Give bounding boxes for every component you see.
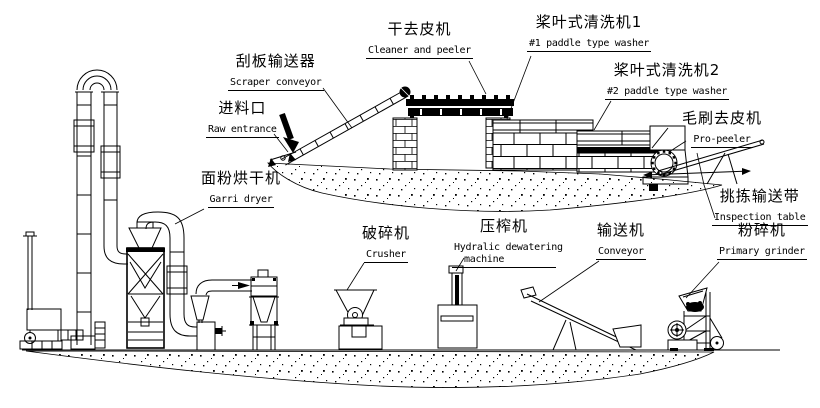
cyclone-separator [249, 269, 279, 351]
label-garri-dryer-en: Garri dryer [207, 194, 275, 208]
label-dewatering-machine-en1: Hydralic dewatering [454, 242, 563, 253]
label-scraper-conveyor-zh: 刮板输送器 [235, 52, 316, 70]
pro-peeler-machine [642, 125, 689, 191]
label-paddle-washer-1-en: #1 paddle type washer [527, 38, 652, 52]
dryer-u-pipe [70, 69, 128, 350]
label-garri-dryer: 面粉烘干机 Garri dryer [201, 170, 281, 208]
label-crusher-zh: 破碎机 [362, 224, 411, 242]
label-dewatering-machine-en2: machine [452, 254, 556, 268]
label-pro-peeler: 毛刷去皮机 Pro-peeler [682, 110, 762, 148]
paddle-washer-1-machine [492, 119, 594, 171]
label-crusher-en: Crusher [363, 249, 409, 263]
furnace-unit [19, 231, 84, 350]
label-cleaner-peeler-zh: 干去皮机 [387, 20, 452, 38]
inspection-table-machine [643, 139, 765, 185]
tower-outlet-pipe-and-mixer [166, 238, 226, 351]
scraper-conveyor-machine [268, 86, 411, 167]
dewatering-press-machine [437, 265, 478, 349]
conveyor-machine [520, 286, 642, 351]
label-conveyor: 输送机 Conveyor [596, 222, 646, 260]
label-pro-peeler-en: Pro-peeler [691, 134, 753, 148]
primary-grinder-machine [667, 287, 724, 351]
feed-arrow-icon [279, 112, 299, 153]
label-dewatering-machine-zh: 压榨机 [479, 217, 528, 235]
label-crusher: 破碎机 Crusher [362, 225, 410, 263]
label-pro-peeler-zh: 毛刷去皮机 [682, 109, 763, 127]
label-primary-grinder-en: Primary grinder [717, 246, 807, 260]
lower-ground [22, 349, 780, 388]
label-leader-lines [174, 55, 720, 303]
label-primary-grinder-zh: 粉碎机 [737, 221, 786, 239]
label-raw-entrance-en: Raw entrance [206, 124, 279, 138]
label-conveyor-en: Conveyor [596, 246, 646, 260]
label-scraper-conveyor: 刮板输送器 Scraper conveyor [228, 53, 324, 91]
label-inspection-table-en: Inspection table [712, 212, 808, 226]
upper-platform-ground [267, 162, 723, 212]
label-inspection-table: 挑拣输送带 Inspection table [712, 188, 808, 226]
label-conveyor-zh: 输送机 [596, 221, 645, 239]
cleaner-peeler-machine [406, 95, 514, 120]
label-paddle-washer-2: 桨叶式清洗机2 #2 paddle type washer [605, 61, 730, 100]
brick-pillars [392, 117, 511, 171]
label-cleaner-peeler: 干去皮机 Cleaner and peeler [366, 21, 473, 59]
label-garri-dryer-zh: 面粉烘干机 [201, 169, 282, 187]
label-cleaner-peeler-en: Cleaner and peeler [366, 45, 473, 59]
label-paddle-washer-2-en: #2 paddle type washer [605, 86, 730, 100]
label-inspection-table-zh: 挑拣输送带 [719, 187, 800, 205]
label-scraper-conveyor-en: Scraper conveyor [228, 77, 324, 91]
label-raw-entrance-zh: 进料口 [218, 99, 267, 117]
label-paddle-washer-1: 桨叶式清洗机1 #1 paddle type washer [527, 13, 652, 52]
label-paddle-washer-1-zh: 桨叶式清洗机1 [535, 13, 643, 31]
label-dewatering-machine: 压榨机 Hydralic dewatering machine [452, 217, 563, 268]
label-primary-grinder: 粉碎机 Primary grinder [717, 222, 807, 260]
label-paddle-washer-2-zh: 桨叶式清洗机2 [613, 61, 721, 79]
cyclone-duct [190, 279, 252, 323]
dryer-tower [126, 211, 185, 349]
label-raw-entrance: 进料口 Raw entrance [206, 100, 279, 138]
crusher-machine [334, 289, 383, 350]
